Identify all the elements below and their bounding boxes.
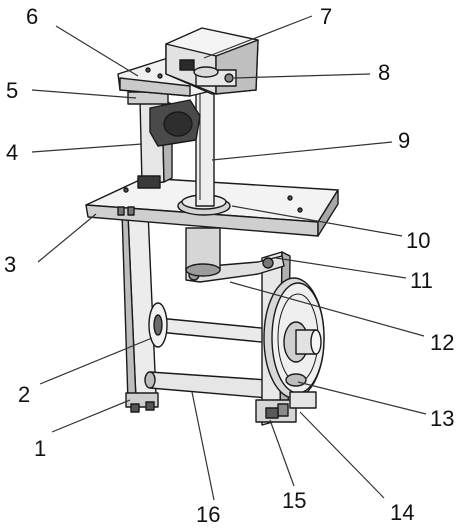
top-plate-side [317,189,339,237]
lower-spindle [185,227,221,271]
label-9: 9 [398,128,410,153]
hub-shaft-end [310,329,322,355]
label-1: 1 [34,436,46,461]
leader-16 [191,391,215,501]
gear-motor-face [163,111,193,137]
clamp-block [289,391,317,409]
mount-hole-1 [145,67,151,73]
label-4: 4 [6,140,18,165]
mount-hole-2 [157,73,163,79]
column-base [137,175,161,189]
plate-hole-1 [287,195,293,201]
lower-roller [285,373,307,387]
label-16: 16 [196,502,220,527]
leader-13 [297,381,427,415]
label-5: 5 [6,78,18,103]
left-foot-bolt-2 [145,401,155,411]
leader-1 [51,399,131,433]
label-11: 11 [410,268,433,293]
leader-11 [275,257,407,279]
top-mount-plate-front [119,77,191,97]
leader-6 [55,25,139,77]
label-12: 12 [430,330,454,355]
label-6: 6 [26,4,38,29]
label-2: 2 [18,382,30,407]
leader-3 [37,213,97,263]
leader-14 [299,411,385,499]
plate-hole-3 [123,187,129,193]
leader-5 [31,89,137,99]
leader-12 [229,281,425,337]
linkage-pivot [262,257,274,269]
bottom-crossbar-end [144,371,156,389]
leader-7 [203,15,313,59]
label-13: 13 [430,406,454,431]
label-8: 8 [378,60,390,85]
left-foot-bolt [130,403,140,413]
label-7: 7 [320,4,332,29]
clamp-nut [265,407,279,419]
label-3: 3 [4,252,16,277]
leader-15 [269,419,295,487]
plate-bolt-left-2 [127,206,135,216]
housing-slot [179,59,195,71]
label-15: 15 [282,488,306,513]
label-10: 10 [406,228,430,253]
vertical-spindle [195,83,215,207]
clamp-bolt [277,403,289,417]
spindle-clamp-bolt [224,73,234,83]
leader-8 [233,73,371,79]
lower-spindle-end [185,263,221,277]
bottom-crossbar [149,371,269,399]
plate-bolt-left [117,206,125,216]
spindle-top-cap [193,66,219,78]
plate-hole-2 [297,207,303,213]
shaft-collar-inner [153,314,163,336]
leader-10 [231,205,403,237]
label-14: 14 [390,500,414,525]
leader-2 [39,337,153,385]
leader-9 [211,141,393,161]
leader-4 [31,143,143,153]
